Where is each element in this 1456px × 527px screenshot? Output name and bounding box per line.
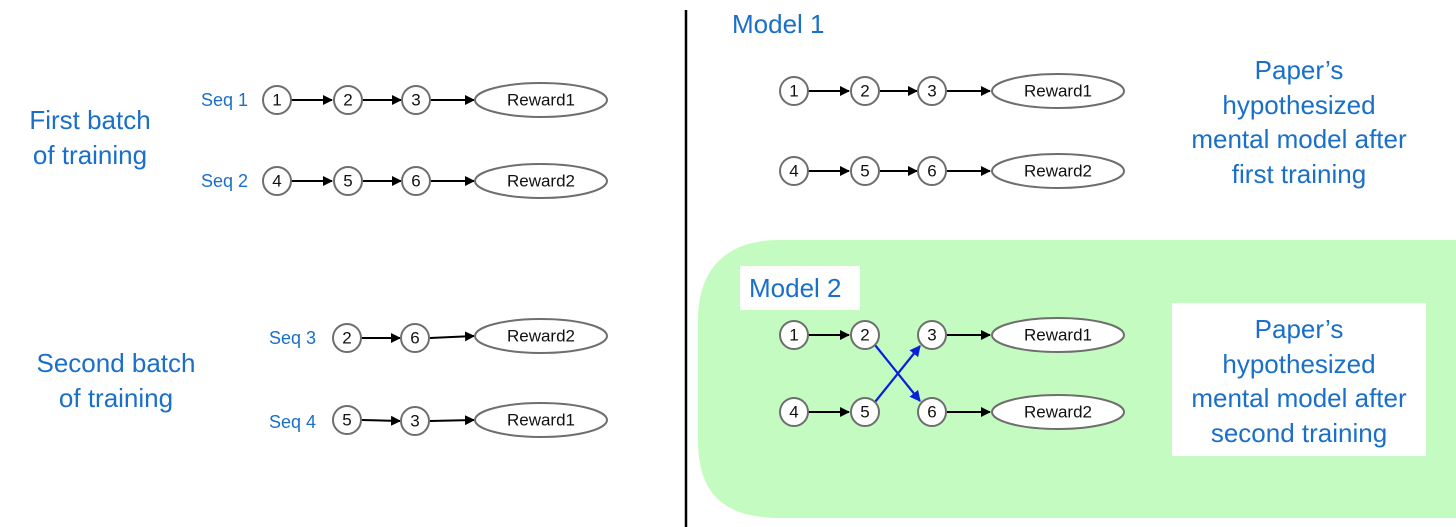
model2-arrows	[808, 330, 991, 417]
seq3-reward: Reward2	[474, 318, 608, 354]
svg-text:Reward2: Reward2	[507, 327, 575, 346]
svg-text:Reward1: Reward1	[507, 411, 575, 430]
svg-text:2: 2	[860, 82, 869, 101]
seq2-node-a: 4	[262, 166, 292, 196]
seq3-label: Seq 3	[269, 328, 316, 348]
svg-text:Reward2: Reward2	[1024, 403, 1092, 422]
seq4-label: Seq 4	[269, 412, 316, 432]
m1-node-6: 6	[917, 156, 947, 186]
arrow-seq4-a	[361, 415, 401, 426]
arrow-seq3-b	[429, 331, 475, 342]
seq2-label: Seq 2	[201, 171, 248, 191]
svg-text:3: 3	[927, 326, 936, 345]
seq1-node-a: 1	[262, 85, 292, 115]
svg-text:5: 5	[860, 403, 869, 422]
svg-text:5: 5	[342, 411, 351, 430]
svg-text:3: 3	[410, 412, 419, 431]
m2-node-6: 6	[917, 397, 947, 427]
cross-arrow-5-to-3	[874, 345, 921, 403]
model2-title: Model 2	[749, 273, 842, 303]
svg-text:5: 5	[343, 172, 352, 191]
model1-title: Model 1	[732, 9, 825, 39]
model2-caption-line2: hypothesized	[1222, 349, 1375, 379]
model1-caption-line4: first training	[1232, 159, 1366, 189]
svg-text:1: 1	[272, 91, 281, 110]
seq1-node-b: 2	[333, 85, 363, 115]
svg-text:1: 1	[789, 82, 798, 101]
svg-text:1: 1	[789, 326, 798, 345]
seq2-node-b: 5	[333, 166, 363, 196]
seq4-reward: Reward1	[474, 402, 608, 438]
svg-text:Reward1: Reward1	[1024, 326, 1092, 345]
svg-text:6: 6	[927, 162, 936, 181]
seq1-node-c: 3	[401, 85, 431, 115]
m2-node-4: 4	[779, 397, 809, 427]
svg-text:Reward2: Reward2	[1024, 162, 1092, 181]
seq-arrows	[291, 95, 475, 426]
svg-text:5: 5	[860, 162, 869, 181]
svg-text:3: 3	[927, 82, 936, 101]
model2-title-box	[740, 266, 860, 310]
m2-reward2: Reward2	[991, 394, 1125, 430]
seq3-node-b: 6	[400, 323, 430, 353]
svg-text:4: 4	[272, 172, 281, 191]
svg-text:Reward1: Reward1	[1024, 82, 1092, 101]
svg-text:3: 3	[411, 91, 420, 110]
m1-reward2: Reward2	[991, 153, 1125, 189]
m2-node-5: 5	[850, 397, 880, 427]
seq3-node-a: 2	[332, 323, 362, 353]
batch1-label-line2: of training	[33, 140, 147, 170]
model1-caption-line3: mental model after	[1191, 124, 1407, 154]
seq1-label: Seq 1	[201, 90, 248, 110]
m1-node-4: 4	[779, 156, 809, 186]
m1-reward1: Reward1	[991, 73, 1125, 109]
model2-caption-line4: second training	[1211, 418, 1387, 448]
m2-node-3: 3	[917, 320, 947, 350]
seq4-node-b: 3	[400, 406, 430, 436]
svg-text:2: 2	[342, 329, 351, 348]
model2-caption-box	[1172, 303, 1426, 456]
m2-node-2: 2	[850, 320, 880, 350]
svg-text:Reward2: Reward2	[507, 172, 575, 191]
batch1-label-line1: First batch	[29, 105, 150, 135]
m1-node-1: 1	[779, 76, 809, 106]
m2-reward1: Reward1	[991, 317, 1125, 353]
m1-node-2: 2	[850, 76, 880, 106]
seq2-reward: Reward2	[474, 163, 608, 199]
svg-text:6: 6	[411, 172, 420, 191]
svg-text:6: 6	[927, 403, 936, 422]
arrow-seq4-b	[429, 415, 475, 426]
model1-caption-line2: hypothesized	[1222, 90, 1375, 120]
model2-caption-line1: Paper’s	[1255, 314, 1344, 344]
seq2-node-c: 6	[401, 166, 431, 196]
model1-arrows	[808, 86, 991, 176]
m1-node-5: 5	[850, 156, 880, 186]
svg-text:6: 6	[410, 329, 419, 348]
svg-text:Reward1: Reward1	[507, 91, 575, 110]
svg-text:2: 2	[343, 91, 352, 110]
svg-text:4: 4	[789, 403, 798, 422]
seq1-reward: Reward1	[474, 82, 608, 118]
svg-text:4: 4	[789, 162, 798, 181]
seq4-node-a: 5	[332, 405, 362, 435]
svg-text:2: 2	[860, 326, 869, 345]
model2-cross-arrows	[874, 344, 921, 403]
m2-node-1: 1	[779, 320, 809, 350]
batch2-label-line1: Second batch	[36, 348, 195, 378]
m1-node-3: 3	[917, 76, 947, 106]
batch2-label-line2: of training	[59, 383, 173, 413]
model2-caption-line3: mental model after	[1191, 383, 1407, 413]
model1-caption-line1: Paper’s	[1255, 55, 1344, 85]
